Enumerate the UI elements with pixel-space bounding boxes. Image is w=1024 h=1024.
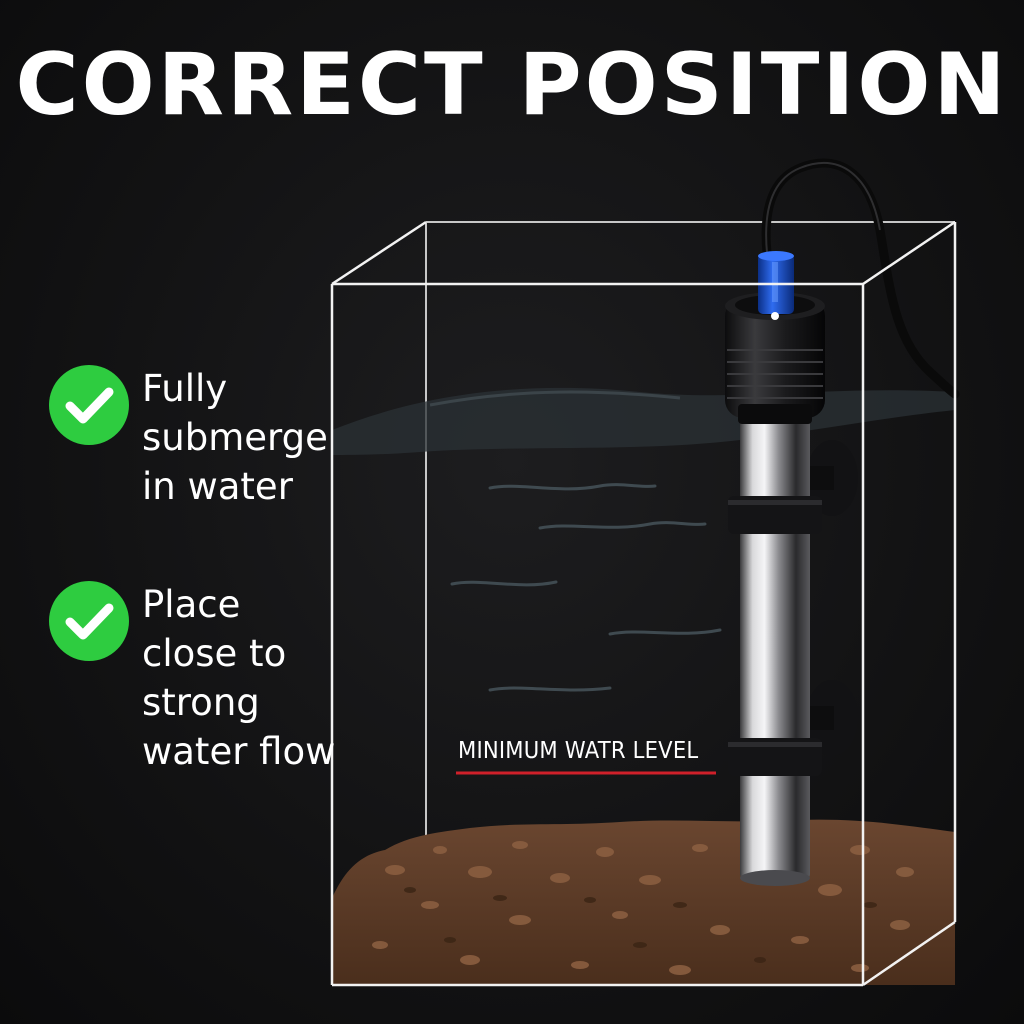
- minimum-level-label: MINIMUM WATR LEVEL: [458, 738, 699, 764]
- tip-text: Place close to strong water flow: [142, 580, 342, 776]
- tip-line: water flow: [142, 730, 336, 773]
- tank-front-edges: [330, 220, 957, 987]
- water-ripples: [450, 483, 722, 692]
- check-circle-icon: [49, 365, 129, 445]
- check-circle-icon: [49, 581, 129, 661]
- tip-line: Fully: [142, 367, 228, 410]
- headline: CORRECT POSITION: [15, 35, 1009, 135]
- tip-line: strong: [142, 681, 260, 724]
- tip-line: in water: [142, 465, 293, 508]
- heater-clip-lower: [728, 738, 822, 776]
- tip-line: submerge: [142, 416, 328, 459]
- substrate: [332, 819, 955, 985]
- heater-clip-upper: [728, 496, 822, 534]
- tip-line: close to: [142, 632, 287, 675]
- tip-submerge: Fully submerge in water: [48, 364, 342, 511]
- heater-tube: [740, 410, 810, 880]
- tip-water-flow: Place close to strong water flow: [48, 580, 342, 776]
- tip-text: Fully submerge in water: [142, 364, 342, 511]
- tip-line: Place: [142, 583, 241, 626]
- adjustment-knob: [758, 251, 794, 320]
- tank-back-edges: [425, 221, 956, 860]
- heater-cap: [725, 292, 825, 424]
